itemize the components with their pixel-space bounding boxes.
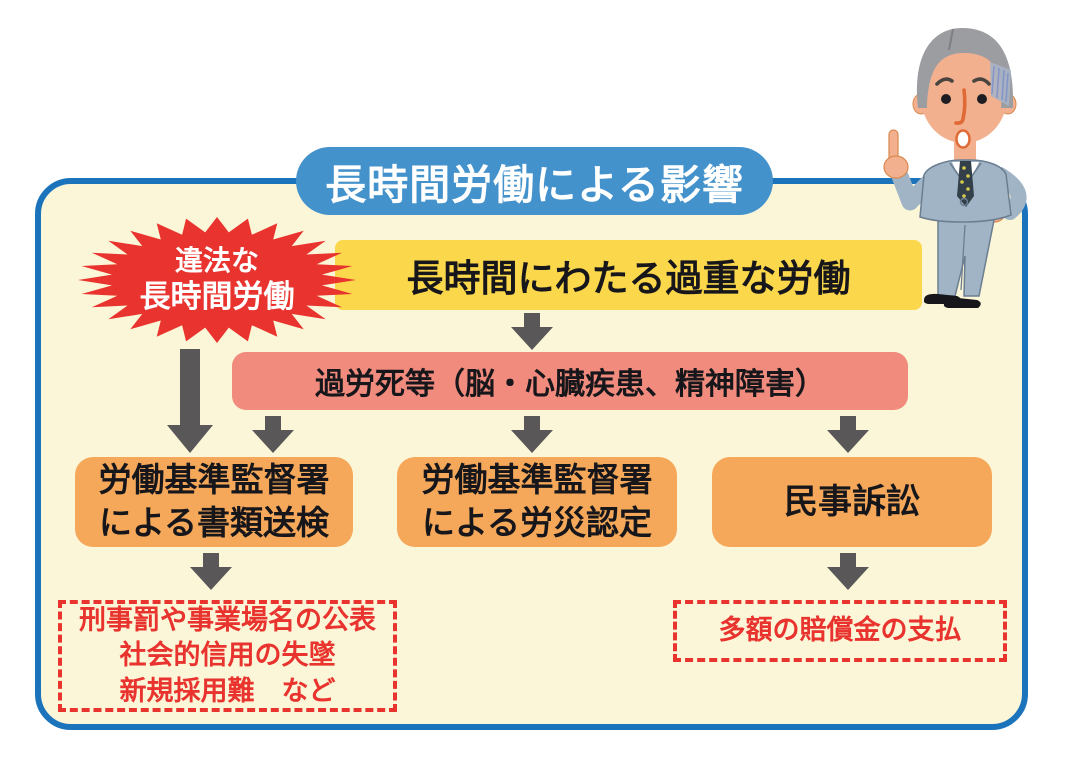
- arrow-down-icon: [189, 553, 233, 590]
- starburst-illegal-overwork: 違法な 長時間労働: [77, 216, 357, 344]
- arrow-down-long-icon: [167, 349, 213, 453]
- outcome-right-label: 多額の賠償金の支払: [718, 615, 962, 646]
- arrow-head: [511, 430, 553, 453]
- arrow-shaft: [203, 553, 219, 568]
- arrow-head: [511, 327, 553, 350]
- worried-businessman-icon: [858, 10, 1064, 312]
- box-prosecution-line1: 労働基準監督署: [98, 461, 330, 499]
- outcome-compensation-payment: 多額の賠償金の支払: [673, 600, 1007, 662]
- starburst-line1: 違法な: [174, 245, 259, 277]
- starburst-text: 違法な 長時間労働: [77, 216, 357, 344]
- outcome-left-line2: 社会的信用の失墜: [119, 640, 336, 671]
- box-prosecution-line2: による書類送検: [98, 504, 329, 541]
- outcome-criminal-penalties: 刑事罰や事業場名の公表 社会的信用の失墜 新規採用難 など: [58, 600, 397, 712]
- arrow-down-icon: [251, 416, 295, 453]
- arrow-head: [827, 430, 869, 453]
- arrow-down-icon: [826, 553, 870, 590]
- arrow-down-icon: [826, 416, 870, 453]
- arrow-shaft: [265, 416, 281, 431]
- bar-karoshi-label: 過労死等（脳・心臓疾患、精神障害）: [315, 368, 825, 401]
- arrow-shaft: [840, 553, 856, 568]
- arrow-shaft: [524, 313, 540, 328]
- bar-overwork-label: 長時間にわたる過重な労働: [406, 258, 851, 299]
- arrow-head: [827, 567, 869, 590]
- starburst-line2: 長時間労働: [139, 279, 295, 315]
- arrow-head: [190, 567, 232, 590]
- arrow-shaft: [524, 416, 540, 431]
- arrow-down-icon: [510, 416, 554, 453]
- arrow-head: [167, 425, 213, 453]
- arrow-shaft: [840, 416, 856, 431]
- box-rosai-certification: 労働基準監督署 による労災認定: [397, 457, 677, 547]
- box-civil-label: 民事訴訟: [784, 482, 920, 521]
- box-civil-lawsuit: 民事訴訟: [712, 457, 992, 547]
- bar-karoshi: 過労死等（脳・心臓疾患、精神障害）: [232, 352, 908, 410]
- box-prosecution: 労働基準監督署 による書類送検: [75, 457, 353, 547]
- bar-overwork: 長時間にわたる過重な労働: [335, 240, 922, 310]
- diagram-title-label: 長時間労働による影響: [325, 162, 744, 208]
- outcome-left-line3: 新規採用難 など: [119, 675, 336, 706]
- box-rosai-line2: による労災認定: [421, 504, 652, 541]
- outcome-left-line1: 刑事罰や事業場名の公表: [79, 604, 376, 635]
- diagram-title: 長時間労働による影響: [296, 147, 773, 215]
- arrow-down-icon: [510, 313, 554, 350]
- arrow-head: [252, 430, 294, 453]
- arrow-shaft: [180, 349, 200, 426]
- box-rosai-line1: 労働基準監督署: [421, 461, 653, 499]
- starburst-shape: [78, 217, 356, 343]
